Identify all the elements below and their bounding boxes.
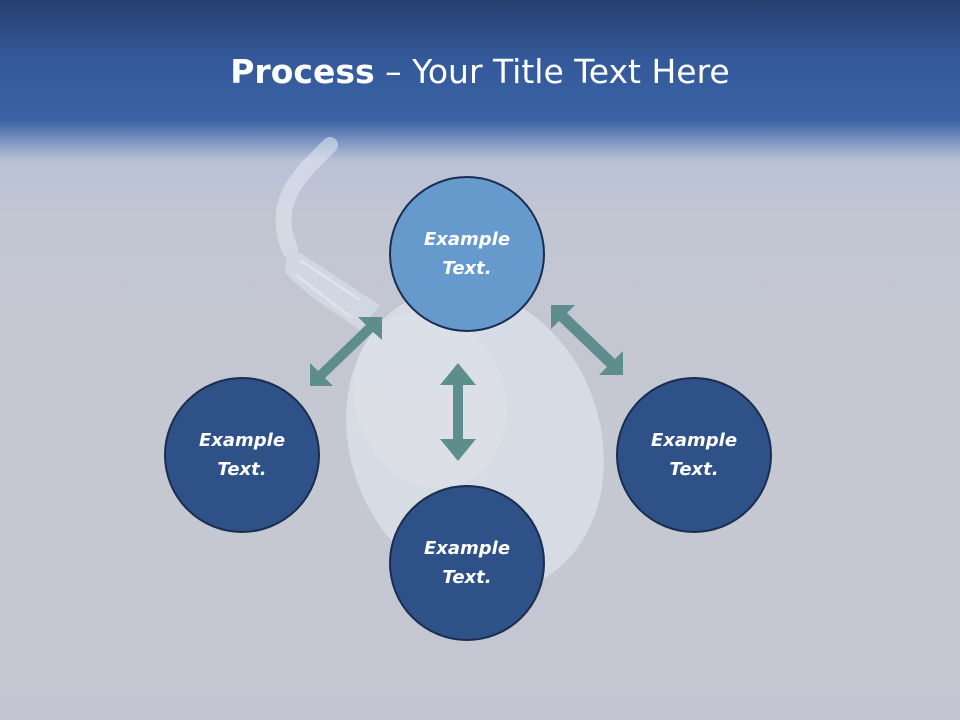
process-step-bottom-label: Example Text. [423, 538, 511, 588]
process-step-left-label: Example Text. [198, 430, 286, 480]
process-step-top-label: Example Text. [423, 229, 511, 279]
process-step-top: Example Text. [389, 176, 545, 332]
process-step-right-label: Example Text. [650, 430, 738, 480]
process-step-bottom: Example Text. [389, 485, 545, 641]
arrow-center-vertical [440, 363, 476, 461]
title-bold-part: Process [230, 52, 375, 91]
slide-title: Process – Your Title Text Here [0, 52, 960, 91]
process-step-right: Example Text. [616, 377, 772, 533]
arrow-top-right [551, 305, 623, 375]
title-rest-part: – Your Title Text Here [374, 52, 730, 91]
arrow-top-left [310, 317, 382, 386]
process-step-left: Example Text. [164, 377, 320, 533]
